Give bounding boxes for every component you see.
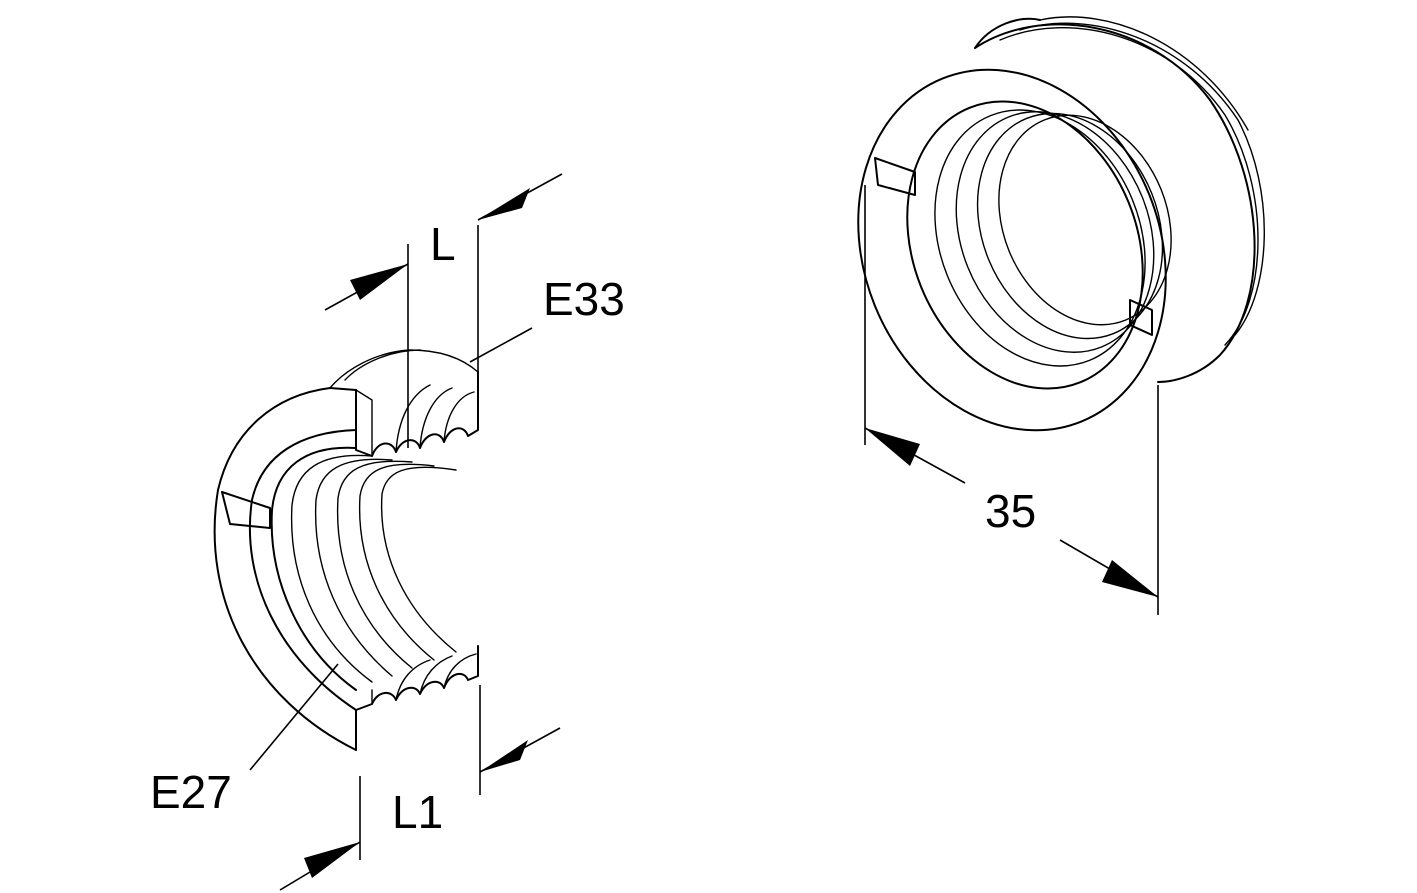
locking-lug-left	[874, 157, 916, 196]
top-section-profile	[355, 371, 479, 457]
label-E27: E27	[150, 766, 232, 818]
label-E33: E33	[543, 273, 625, 325]
dimension-L: L	[324, 173, 563, 448]
flange-inner-ellipse	[906, 100, 1144, 390]
locking-lug	[221, 491, 271, 529]
bore-inner-arc	[270, 446, 357, 691]
flange-front-face	[248, 389, 357, 751]
dim-label-35: 35	[985, 485, 1036, 537]
dim-label-L1: L1	[392, 786, 443, 838]
flange-outer-arc	[213, 387, 357, 751]
dim-label-L: L	[430, 218, 456, 270]
full-reducer-ring	[857, 16, 1265, 432]
leader-E33: E33	[469, 273, 625, 363]
leader-E27: E27	[150, 663, 339, 818]
half-section-reducer	[213, 349, 479, 751]
dimension-L1: L1	[279, 685, 561, 891]
dimension-35: 35	[864, 185, 1159, 615]
flange-outer-ellipse	[857, 68, 1167, 432]
locking-lug-right	[1129, 299, 1153, 336]
